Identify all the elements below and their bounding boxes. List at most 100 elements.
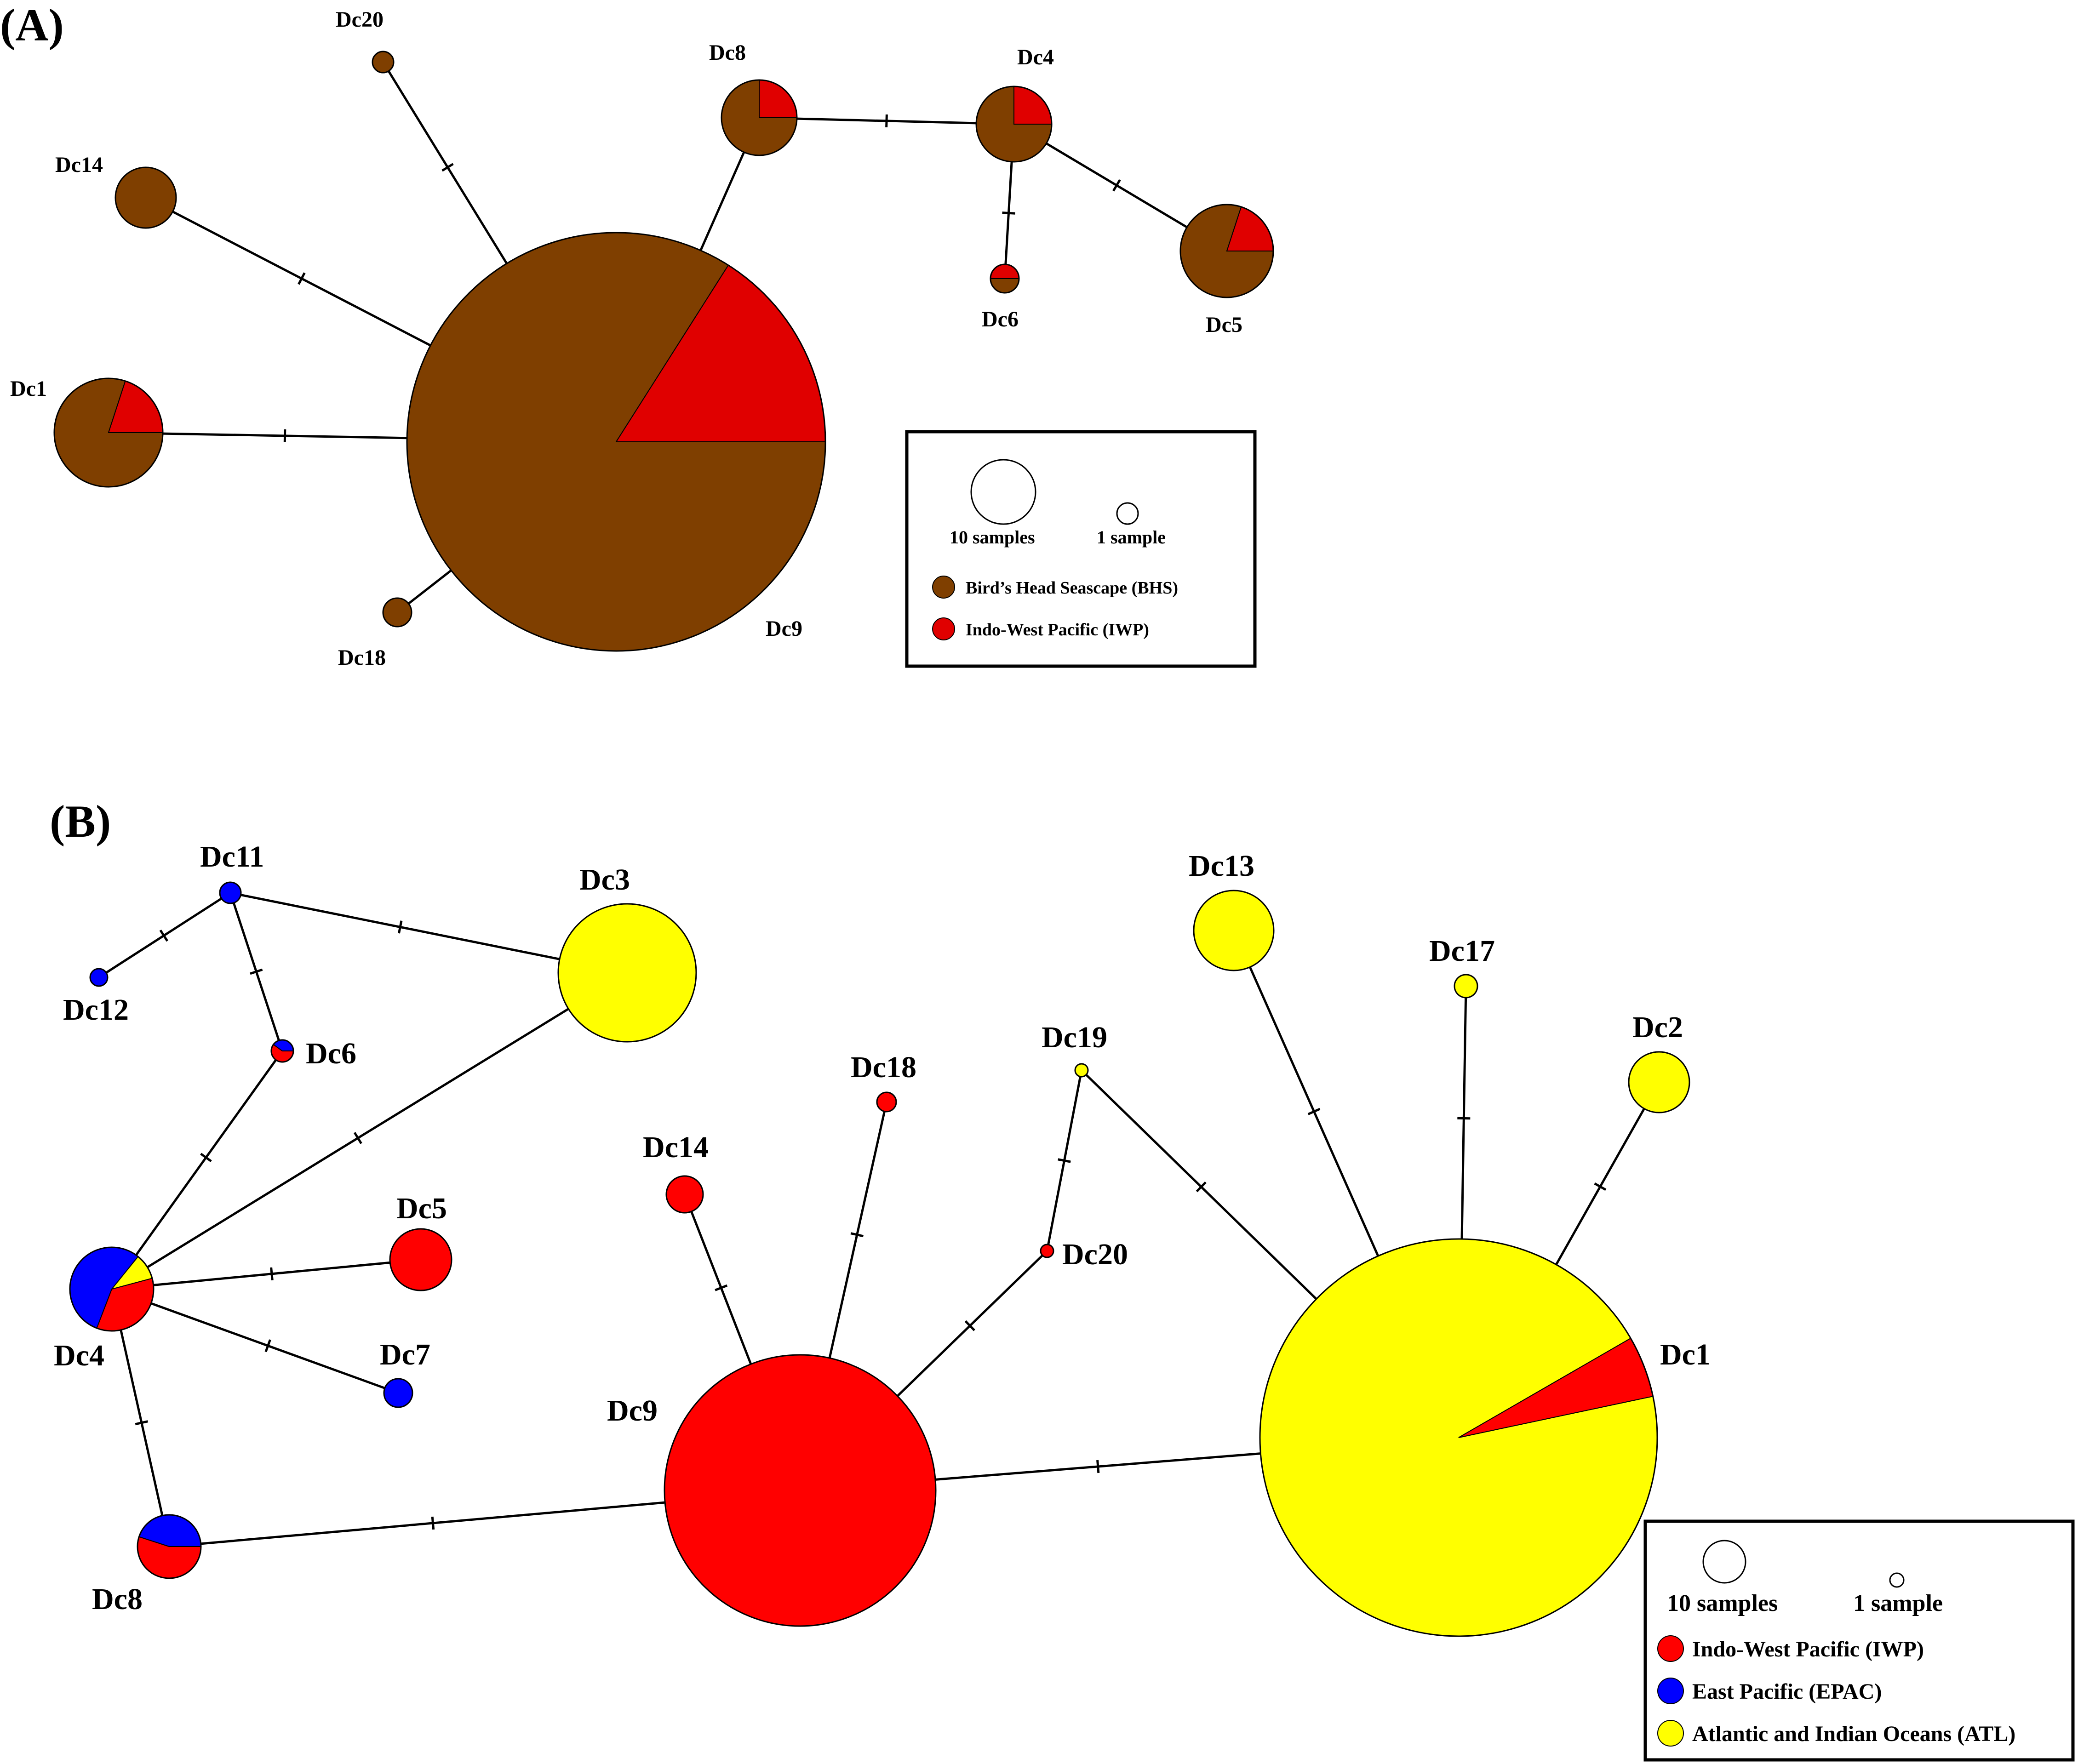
haplotype-dc14: Dc14 xyxy=(55,153,177,229)
edge-dc11-dc3 xyxy=(240,894,560,960)
slice-iwp xyxy=(390,1229,452,1290)
haplotype-label: Dc12 xyxy=(63,993,129,1027)
haplotype-dc8: Dc8 xyxy=(92,1514,202,1616)
slice-iwp xyxy=(666,1176,703,1213)
slice-atl xyxy=(558,904,696,1042)
haplotype-label: Dc18 xyxy=(851,1050,916,1084)
haplotype-label: Dc1 xyxy=(10,377,47,401)
edge-dc9-dc14 xyxy=(172,211,431,347)
slice-atl xyxy=(1454,975,1477,998)
haplotype-dc14: Dc14 xyxy=(643,1130,709,1214)
slice-epac xyxy=(384,1379,412,1407)
slice-bhs xyxy=(383,598,412,627)
haplotype-dc8: Dc8 xyxy=(709,40,798,156)
haplotype-dc13: Dc13 xyxy=(1189,849,1275,971)
haplotype-dc7: Dc7 xyxy=(380,1338,430,1408)
haplotype-dc2: Dc2 xyxy=(1628,1010,1690,1113)
haplotype-dc11: Dc11 xyxy=(200,840,264,904)
edge-dc4-dc6 xyxy=(1002,161,1015,265)
edge-dc11-dc12 xyxy=(105,897,223,974)
mutation-tick xyxy=(1307,1107,1321,1115)
haplotype-label: Dc6 xyxy=(982,307,1019,331)
edge-dc9-dc8 xyxy=(699,152,745,251)
haplotype-label: Dc1 xyxy=(1660,1338,1711,1371)
mutation-tick xyxy=(1002,211,1015,215)
mutation-tick xyxy=(264,1339,271,1353)
mutation-tick xyxy=(1196,1181,1207,1193)
haplotype-label: Dc9 xyxy=(766,617,802,641)
edge-dc13-dc1 xyxy=(1248,966,1380,1257)
haplotype-dc4: Dc4 xyxy=(54,1246,155,1372)
haplotype-label: Dc19 xyxy=(1042,1021,1107,1054)
slice-epac xyxy=(220,882,241,903)
haplotype-dc3: Dc3 xyxy=(557,863,697,1043)
mutation-tick xyxy=(1594,1182,1607,1191)
legend-size-large-circle xyxy=(970,459,1036,525)
haplotype-label: Dc17 xyxy=(1429,934,1495,968)
edge-dc4-dc5 xyxy=(153,1261,390,1286)
haplotype-label: Dc3 xyxy=(579,863,630,896)
mutation-tick xyxy=(715,1284,728,1291)
legend-atl-swatch xyxy=(1657,1720,1684,1747)
legend-iwp-label: Indo-West Pacific (IWP) xyxy=(1692,1637,1924,1661)
haplotype-label: Dc7 xyxy=(380,1338,430,1371)
panel-b-nodes: Dc1Dc9Dc4Dc8Dc3Dc11Dc12Dc6Dc5Dc7Dc14Dc18… xyxy=(54,840,1711,1637)
legend-iwp-swatch xyxy=(932,617,955,640)
haplotype-label: Dc20 xyxy=(336,7,384,32)
edge-dc8-dc4 xyxy=(796,114,977,128)
edge-dc2-dc1 xyxy=(1555,1108,1645,1265)
haplotype-dc1: Dc1 xyxy=(10,377,164,488)
mutation-tick xyxy=(200,1153,212,1162)
panel-b: (B) Dc1Dc9Dc4Dc8Dc3Dc11Dc12Dc6Dc5Dc7Dc14… xyxy=(50,796,2075,1762)
haplotype-dc6: Dc6 xyxy=(982,263,1020,331)
haplotype-dc20: Dc20 xyxy=(1040,1238,1128,1271)
haplotype-dc17: Dc17 xyxy=(1429,934,1495,999)
mutation-tick xyxy=(250,968,263,975)
haplotype-label: Dc14 xyxy=(643,1130,709,1164)
haplotype-dc20: Dc20 xyxy=(336,7,395,74)
legend-size-large-label: 10 samples xyxy=(950,527,1035,548)
edge-dc4-dc7 xyxy=(150,1302,385,1389)
panel-b-edges xyxy=(105,894,1645,1545)
slice-iwp xyxy=(1041,1245,1053,1257)
panel-a-legend: 10 samples 1 sample Bird’s Head Seascape… xyxy=(905,430,1257,668)
mutation-tick xyxy=(431,1516,435,1530)
haplotype-label: Dc13 xyxy=(1189,849,1254,883)
mutation-tick xyxy=(159,929,168,942)
mutation-tick xyxy=(964,1320,975,1331)
legend-bhs-label: Bird’s Head Seascape (BHS) xyxy=(966,578,1178,598)
legend-atl-label: Atlantic and Indian Oceans (ATL) xyxy=(1692,1722,2015,1746)
mutation-tick xyxy=(353,1132,362,1144)
haplotype-label: Dc20 xyxy=(1062,1238,1128,1271)
edge-dc9-dc18 xyxy=(828,1111,886,1359)
haplotype-dc9: Dc9 xyxy=(406,232,826,652)
slice-iwp xyxy=(877,1092,896,1112)
panel-a-edges xyxy=(162,70,1188,605)
edge-dc8-dc9 xyxy=(200,1501,665,1545)
edge-dc9-dc18 xyxy=(407,569,452,605)
legend-iwp-swatch xyxy=(1657,1635,1684,1662)
edge-dc9-dc14 xyxy=(690,1211,752,1365)
edge-dc19-dc1 xyxy=(1085,1073,1317,1300)
haplotype-dc12: Dc12 xyxy=(63,968,129,1027)
legend-bhs-swatch xyxy=(932,576,955,599)
haplotype-dc19: Dc19 xyxy=(1042,1021,1107,1078)
haplotype-dc6: Dc6 xyxy=(270,1037,356,1070)
edge-dc17-dc1 xyxy=(1457,997,1471,1239)
mutation-tick xyxy=(850,1232,864,1238)
haplotype-dc1: Dc1 xyxy=(1259,1238,1711,1637)
panel-b-legend: 10 samples 1 sample Indo-West Pacific (I… xyxy=(1643,1519,2075,1762)
legend-size-small-circle xyxy=(1116,502,1139,525)
haplotype-dc18: Dc18 xyxy=(338,597,412,670)
haplotype-label: Dc5 xyxy=(1206,313,1242,337)
slice-atl xyxy=(1629,1052,1689,1113)
edge-dc6-dc4 xyxy=(135,1059,277,1256)
legend-epac-label: East Pacific (EPAC) xyxy=(1692,1679,1882,1704)
legend-size-small-circle xyxy=(1889,1572,1905,1588)
mutation-tick xyxy=(398,920,403,934)
haplotype-label: Dc5 xyxy=(396,1192,447,1225)
mutation-tick xyxy=(1112,179,1121,192)
mutation-tick xyxy=(270,1267,274,1281)
